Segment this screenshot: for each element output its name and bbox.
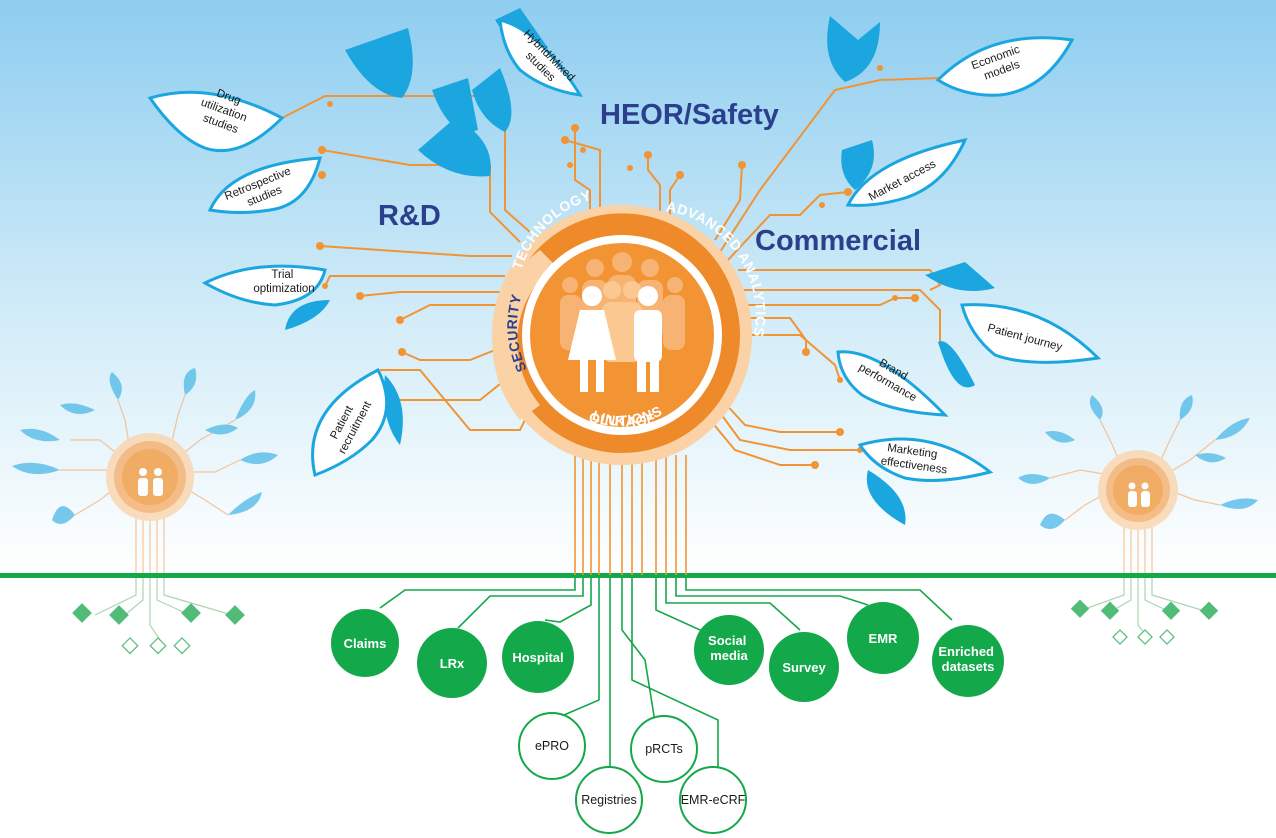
root-claims: Claims <box>329 607 401 679</box>
root-hospital: Hospital <box>502 621 574 693</box>
branch-title-heor: HEOR/Safety <box>600 99 779 131</box>
leaf-trial-optimization: Trial optimization <box>201 264 327 307</box>
leaf-marketing-effectiveness: Marketing effectiveness <box>857 437 994 482</box>
root-survey: Survey <box>769 632 839 702</box>
svg-text:EMR-eCRF: EMR-eCRF <box>681 793 746 807</box>
svg-text:Enriched datasets: Enriched datasets <box>938 644 997 674</box>
root-registries: Registries <box>575 766 643 834</box>
central-hub <box>492 205 752 465</box>
woman-icon <box>568 286 616 392</box>
right-small-tree <box>1018 395 1258 645</box>
svg-text:pRCTs: pRCTs <box>645 742 683 756</box>
leaf-economic-models: Economic models <box>935 36 1075 97</box>
svg-text:LRx: LRx <box>440 656 465 671</box>
leaf-patient-recruitment: Patient recruitment <box>311 367 389 478</box>
root-epro: ePRO <box>518 712 586 780</box>
root-emr: EMR <box>847 602 919 674</box>
svg-text:Trial optimization: Trial optimization <box>253 269 314 295</box>
root-social-media: Social media <box>694 615 764 685</box>
svg-text:EMR: EMR <box>869 631 899 646</box>
svg-text:Hospital: Hospital <box>512 650 563 665</box>
ground-line <box>0 573 1276 578</box>
svg-text:Social media: Social media <box>708 633 750 663</box>
leaf-patient-journey: Patient journey <box>960 303 1102 364</box>
svg-text:Claims: Claims <box>344 636 387 651</box>
svg-text:Registries: Registries <box>581 793 637 807</box>
svg-text:ePRO: ePRO <box>535 739 569 753</box>
svg-text:Survey: Survey <box>782 660 826 675</box>
branch-title-rd: R&D <box>378 200 441 232</box>
man-icon <box>634 286 662 392</box>
root-enriched-datasets: Enriched datasets <box>932 625 1004 697</box>
root-lrx: LRx <box>417 628 487 698</box>
left-small-tree <box>12 368 278 655</box>
root-prcts: pRCTs <box>630 715 698 783</box>
root-emr-ecrf: EMR-eCRF <box>679 766 747 834</box>
branch-title-commercial: Commercial <box>755 225 921 257</box>
